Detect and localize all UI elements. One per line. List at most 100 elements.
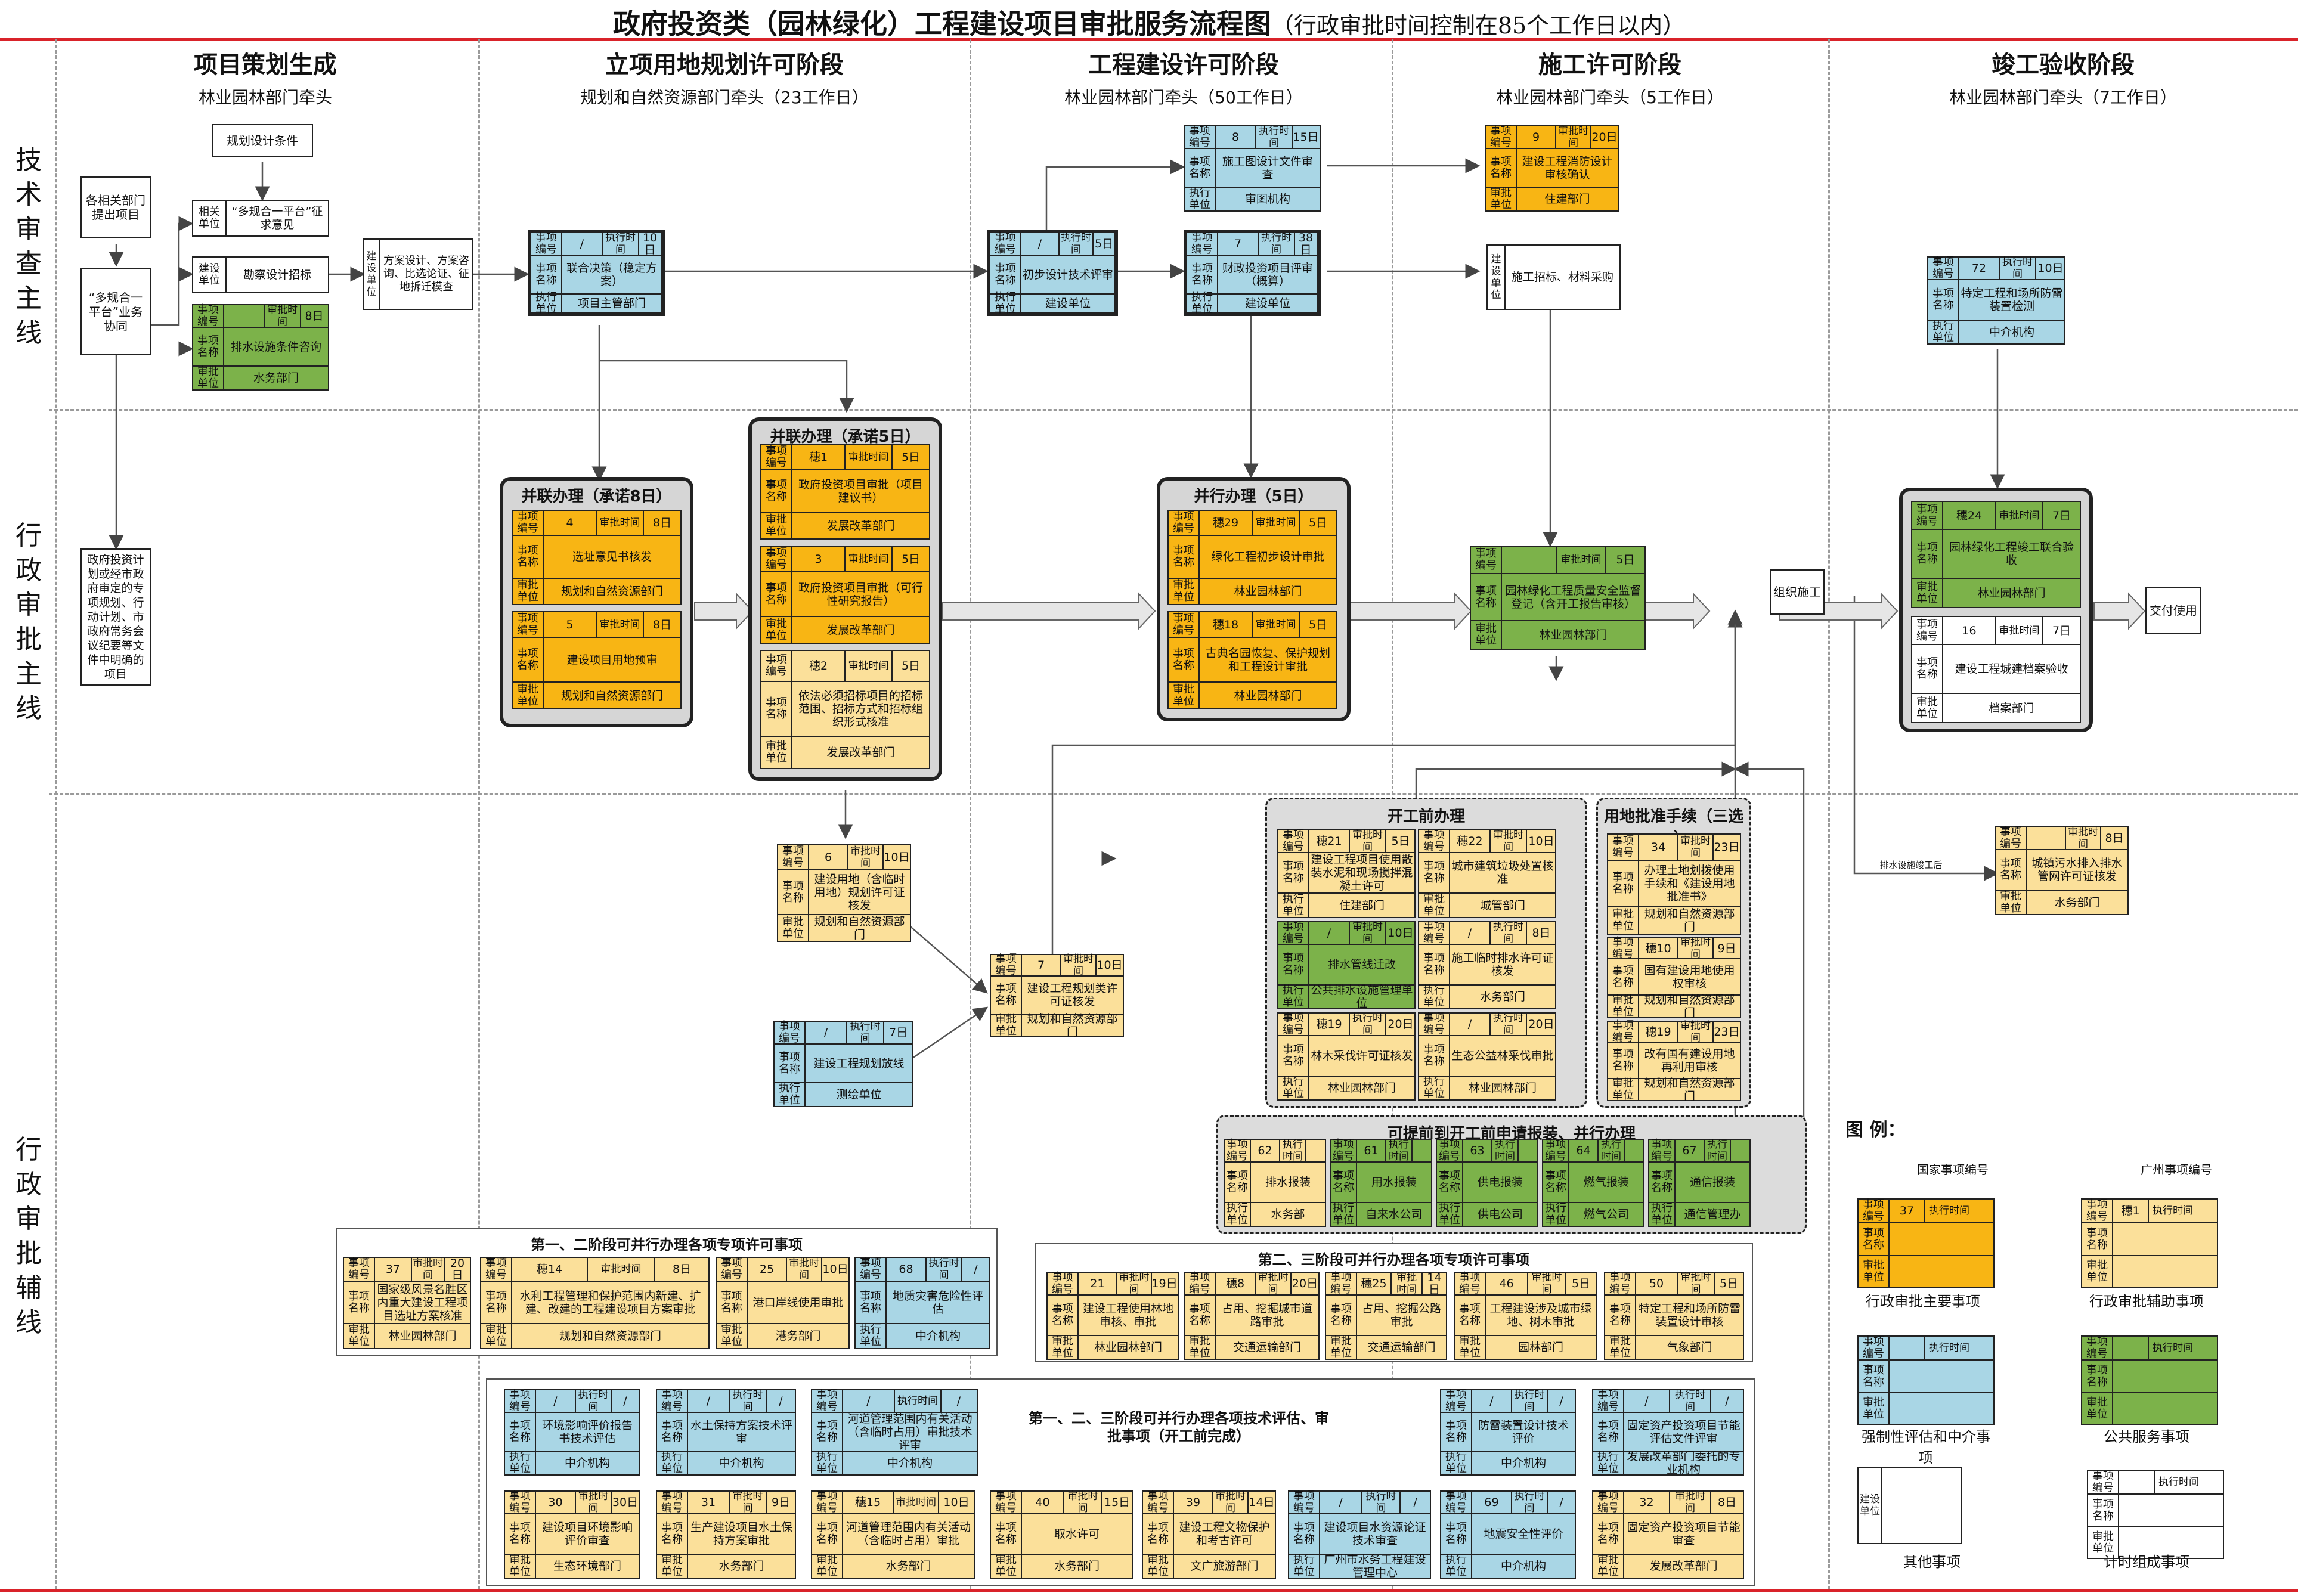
lane-separator <box>55 39 57 1589</box>
page-title: 政府投资类（园林绿化）工程建设项目审批服务流程图（行政审批时间控制在85个工作日… <box>612 8 1686 40</box>
panel3-bottom-item: 事项编号/执行时间/事项名称建设项目水资源论证技术审查执行单位广州市水务工程建设… <box>1288 1490 1431 1579</box>
legend-public-label: 公共服务事项 <box>2104 1428 2189 1445</box>
organize-construction-box: 组织施工 <box>1770 569 1825 615</box>
delivery-box: 交付使用 <box>2145 587 2201 634</box>
legend-aux-label: 行政审批辅助事项 <box>2089 1293 2204 1310</box>
panel3-top-item: 事项编号/执行时间/事项名称河道管理范围内有关活动（含临时占用）审批技术评审执行… <box>811 1389 978 1476</box>
survey-bid-box: 建设单位 勘察设计招标 <box>192 256 329 293</box>
legend-other-box: 建设单位 <box>1857 1467 1962 1544</box>
panel3-top-item: 事项编号/执行时间/事项名称环境影响评价报告书技术评估执行单位中介机构 <box>504 1389 640 1476</box>
legend-timing-box: 事项编号执行时间事项名称审批单位 <box>2087 1470 2224 1559</box>
bottom-rule <box>0 1589 2298 1592</box>
legend-title: 图 例： <box>1845 1120 1906 1141</box>
panel3-top-item: 事项编号/执行时间/事项名称防雷装置设计技术评价执行单位中介机构 <box>1440 1389 1576 1476</box>
stage-header: 施工许可阶段林业园林部门牵头（5工作日） <box>1496 51 1724 107</box>
related-consult-box: 相关单位 “多规合一平台”征求意见 <box>192 200 329 237</box>
stage-separator <box>1828 39 1830 1589</box>
legend-national-code: 国家事项编号 <box>1917 1163 1989 1177</box>
legend-other-label: 其他事项 <box>1903 1554 1961 1570</box>
lane-separator <box>49 793 2298 795</box>
lane-separator <box>49 409 2298 411</box>
legend-mandatory-label: 强制性评估和中介事项 <box>1862 1428 1990 1466</box>
stage-separator <box>478 39 480 1589</box>
construction-bid-box: 建设单位 施工招标、材料采购 <box>1486 244 1621 310</box>
stage-header: 工程建设许可阶段林业园林部门牵头（50工作日） <box>1064 51 1303 107</box>
departments-box: 各相关部门提出项目 <box>80 176 151 238</box>
legend-timing-label: 计时组成事项 <box>2104 1554 2189 1570</box>
plan-condition-box: 规划设计条件 <box>212 124 313 157</box>
legend-mandatory-box: 事项编号执行时间事项名称审批单位 <box>1857 1335 1995 1425</box>
multi-plan-box: “多规合一平台”业务协同 <box>80 268 151 355</box>
legend-gz-code: 广州事项编号 <box>2141 1163 2212 1177</box>
stage-header: 竣工验收阶段林业园林部门牵头（7工作日） <box>1949 51 2177 107</box>
pipe-note: 排水设施竣工后 <box>1879 860 1943 870</box>
lane-label: 行政审批辅线 <box>16 1135 42 1338</box>
investment-plan-box: 政府投资计划或经市政府审定的专项规划、行动计划、市政府常务会议纪要等文件中明确的… <box>80 548 151 686</box>
panel3-top-item: 事项编号/执行时间/事项名称水土保持方案技术评审执行单位中介机构 <box>656 1389 796 1476</box>
stage-header: 项目策划生成林业园林部门牵头 <box>194 51 337 107</box>
stage-separator <box>970 39 971 1589</box>
panel3-top-item: 事项编号/执行时间/事项名称固定资产投资项目节能评估文件评审执行单位发展改革部门… <box>1592 1389 1744 1476</box>
lane-label: 行政审批主线 <box>16 520 42 724</box>
stage-header: 立项用地规划许可阶段规划和自然资源部门牵头（23工作日） <box>580 51 869 107</box>
title-rule <box>0 38 2298 41</box>
legend-main-label: 行政审批主要事项 <box>1866 1293 1980 1310</box>
legend-public-box: 事项编号执行时间事项名称审批单位 <box>2081 1335 2218 1425</box>
scheme-design-box: 建设单位 方案设计、方案咨询、比选论证、征地拆迁模查 <box>363 238 473 310</box>
